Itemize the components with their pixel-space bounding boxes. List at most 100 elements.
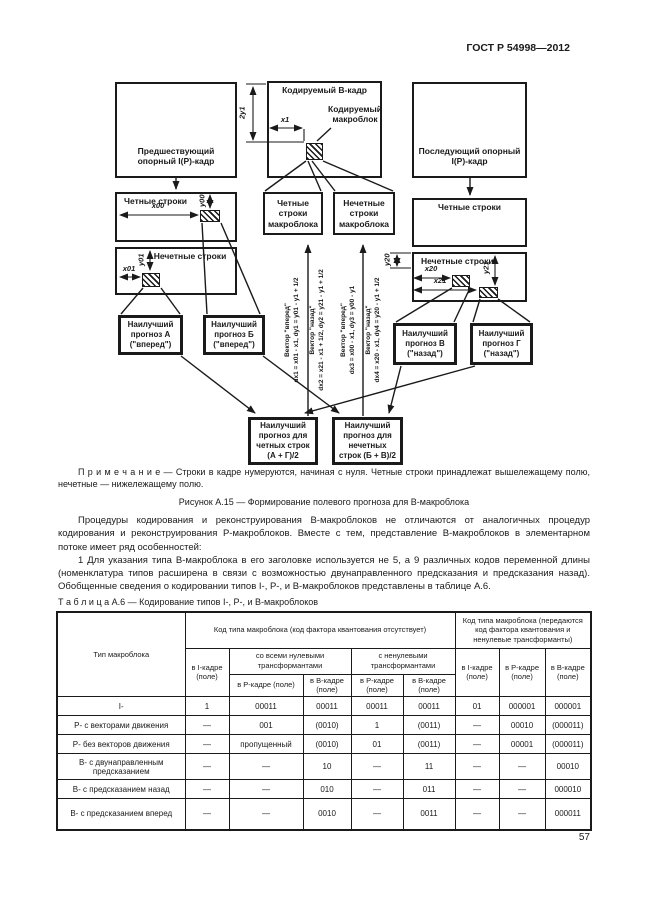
table-cell: (000011)	[544, 734, 592, 754]
box-merge-odd-label: Наилучший прогноз для нечетных строк (Б …	[338, 421, 396, 460]
table-cell: 000011	[544, 798, 592, 830]
table-cell: 001	[228, 715, 304, 735]
figure-caption: Рисунок А.15 — Формирование полевого про…	[178, 497, 470, 507]
table-cell: 1	[184, 696, 230, 716]
vector-1-formula: dx1 = x01 - x1, dy1 = y01 - y1 + 1/2	[292, 277, 300, 383]
table-cell: —	[454, 715, 500, 735]
header-b-frame: в B-кадре (поле)	[302, 673, 352, 697]
header-group-left: Код типа макроблока (код фактора квантов…	[184, 611, 456, 649]
table-cell: —	[228, 798, 304, 830]
box-prev-frame: Предшествующий опорный I(P)-кадр	[115, 82, 237, 178]
table-row: B- с двунаправленным предсказанием — — 1…	[56, 753, 592, 780]
table-cell: —	[184, 753, 230, 780]
block-odd-left-hatch	[142, 273, 160, 287]
vector-label-2: Вектор "назад" dx2 = x21 - x1 + 1/2, dy2…	[309, 242, 327, 418]
vector-label-1: Вектор "вперед" dx1 = x01 - x1, dy1 = y0…	[284, 242, 302, 418]
box-pred-v-label: Наилучший прогноз В ("назад")	[402, 329, 448, 358]
table-cell: 00011	[228, 696, 304, 716]
table-cell: (0011)	[402, 715, 456, 735]
table-cell: 00001	[498, 734, 546, 754]
dim-x1-label: x1	[280, 115, 290, 124]
table-cell: 000001	[544, 696, 592, 716]
macroblock-hatch	[306, 143, 323, 160]
block-even-left-hatch	[200, 210, 220, 222]
table-cell: 00011	[350, 696, 404, 716]
table-cell: 11	[402, 753, 456, 780]
box-even-lines-right-label: Четные строки	[438, 202, 501, 212]
table-cell: —	[454, 779, 500, 799]
vector-label-3: Вектор "вперед" dx3 = x00 - x1, dy3 = y0…	[340, 242, 358, 418]
coded-macroblock-label: Кодируемый макроблок	[328, 104, 382, 125]
box-mb-even-lines-label: Четные строки макроблока	[267, 197, 319, 229]
table-cell: —	[454, 798, 500, 830]
box-even-lines-left-label: Четные строки	[124, 196, 187, 206]
box-next-frame-label: Последующий опорный I(P)-кадр	[418, 145, 521, 167]
table-cell: 00010	[544, 753, 592, 780]
box-prev-frame-label: Предшествующий опорный I(P)-кадр	[137, 145, 215, 167]
vector-3-formula: dx3 = x00 - x1, dy3 = y00 - y1	[348, 285, 356, 375]
row-type: P- без векторов движения	[56, 734, 186, 754]
vector-4-formula: dx4 = x20 - x1, dy4 = y20 - y1 + 1/2	[373, 277, 381, 383]
table-cell: —	[184, 715, 230, 735]
table-cell: —	[454, 753, 500, 780]
box-pred-a-label: Наилучший прогноз А ("вперед")	[127, 320, 174, 349]
box-mb-even-lines: Четные строки макроблока	[263, 192, 323, 235]
header-type: Тип макроблока	[56, 611, 186, 697]
table-cell: —	[350, 779, 404, 799]
header-p-frame: в P-кадре (поле)	[228, 673, 304, 697]
box-coded-frame-label: Кодируемый В-кадр	[282, 85, 367, 95]
dim-x20-label: x20	[424, 264, 438, 273]
table-cell: 011	[402, 779, 456, 799]
table-cell: 00011	[402, 696, 456, 716]
header-group-right: Код типа макроблока (передаются код факт…	[454, 611, 592, 649]
table-a6: Тип макроблока Код типа макроблока (код …	[56, 611, 593, 831]
block1-right-hatch	[452, 275, 470, 287]
table-cell: (0010)	[302, 715, 352, 735]
dim-y00-label: y00	[197, 194, 207, 208]
table-cell: —	[498, 798, 546, 830]
table-cell: 1	[350, 715, 404, 735]
paragraph-2: 1 Для указания типа В-макроблока в его з…	[58, 554, 590, 593]
table-cell: 0011	[402, 798, 456, 830]
table-cell: 000010	[544, 779, 592, 799]
table-row: P- с векторами движения — 001 (0010) 1 (…	[56, 715, 592, 735]
vector-4-name: Вектор "назад"	[365, 305, 372, 355]
vector-2-formula: dx2 = x21 - x1 + 1/2, dy2 = y21 - y1 + 1…	[317, 269, 325, 391]
paragraph-1: Процедуры кодирования и реконструировани…	[58, 515, 590, 553]
box-pred-g-label: Наилучший прогноз Г ("назад")	[478, 329, 525, 358]
table-label: Т а б л и ц а А.6 — Кодирование типов I-…	[58, 597, 319, 607]
table-cell: 00011	[302, 696, 352, 716]
table-row: B- с предсказанием вперед — — 0010 — 001…	[56, 798, 592, 830]
row-type: B- с предсказанием назад	[56, 779, 186, 799]
box-next-frame: Последующий опорный I(P)-кадр	[412, 82, 527, 178]
header-b-frame: в B-кадре (поле)	[544, 647, 592, 697]
table-cell: —	[498, 779, 546, 799]
table-cell: —	[184, 734, 230, 754]
box-merge-even-label: Наилучший прогноз для четных строк (А + …	[256, 421, 310, 460]
dim-y21-label: y21	[481, 261, 491, 275]
table-cell: (0010)	[302, 734, 352, 754]
dim-y20-label: y20	[382, 253, 392, 267]
table-cell: —	[350, 798, 404, 830]
table-cell: (000011)	[544, 715, 592, 735]
table-cell: 10	[302, 753, 352, 780]
box-even-lines-right: Четные строки	[412, 198, 527, 247]
figure-note: П р и м е ч а н и е — Строки в кадре нум…	[58, 467, 590, 490]
table-cell: 01	[350, 734, 404, 754]
vector-1-name: Вектор "вперед"	[284, 303, 291, 357]
row-type: B- с двунаправленным предсказанием	[56, 753, 186, 780]
dim-y01-label: y01	[136, 253, 146, 267]
row-type: B- с предсказанием вперед	[56, 798, 186, 830]
box-pred-g: Наилучший прогноз Г ("назад")	[470, 323, 533, 365]
body-text: Процедуры кодирования и реконструировани…	[58, 514, 590, 594]
row-type: P- с векторами движения	[56, 715, 186, 735]
header-sub-zero: со всеми нулевыми трансформантами	[228, 647, 352, 675]
table-cell: —	[498, 753, 546, 780]
box-mb-odd-lines-label: Нечетные строки макроблока	[338, 197, 390, 229]
table-cell: 0010	[302, 798, 352, 830]
dim-x01-label: x01	[122, 264, 136, 273]
box-merge-even: Наилучший прогноз для четных строк (А + …	[248, 417, 318, 465]
table-row: I- 1 00011 00011 00011 00011 01 000001 0…	[56, 696, 592, 716]
header-sub-nonzero: с ненулевыми трансформантами	[350, 647, 456, 675]
box-pred-b: Наилучший прогноз Б ("вперед")	[203, 315, 265, 355]
